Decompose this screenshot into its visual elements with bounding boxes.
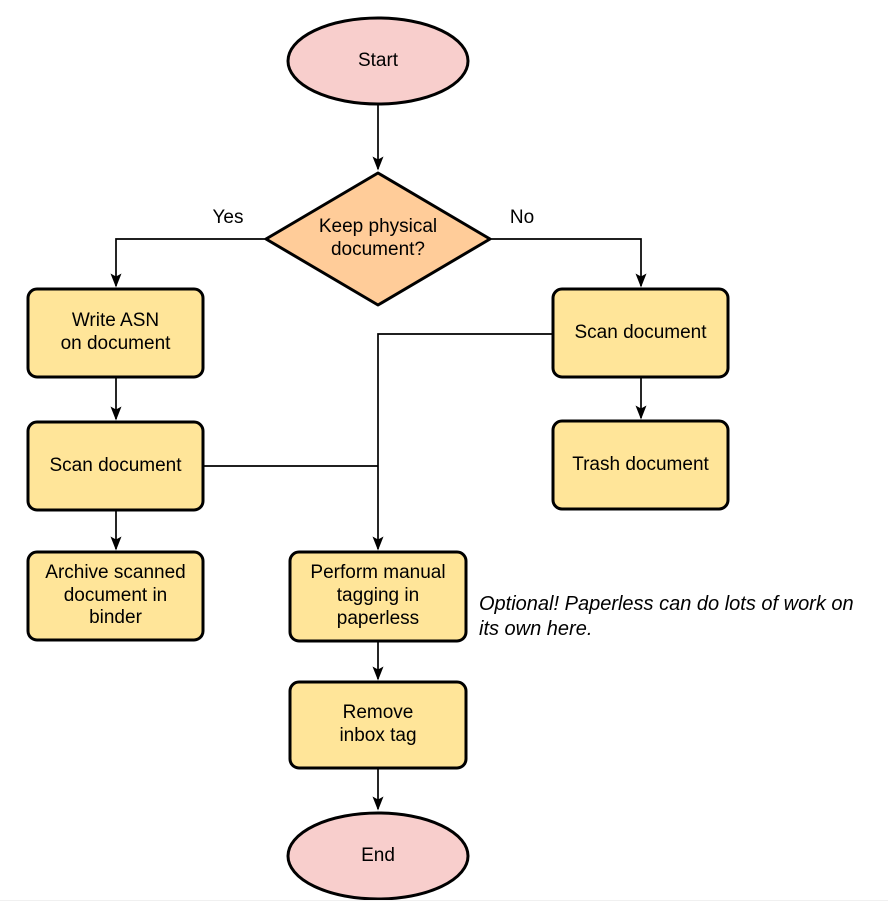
edges	[110, 104, 647, 811]
edge-label-yes: Yes	[212, 207, 244, 228]
remove-inbox-box-shape	[288, 680, 468, 770]
archive-label: Archive scanned document in binder	[45, 561, 186, 629]
scan-no-keep-box-shape	[551, 287, 730, 379]
end-terminal-shape	[286, 811, 470, 901]
write-asn-label: Write ASN on document	[60, 310, 171, 354]
start-terminal-shape	[286, 16, 470, 106]
decision-label: Keep physical document?	[318, 216, 438, 260]
shapes	[26, 16, 730, 901]
manual-tagging-box-shape	[288, 550, 468, 643]
archive-box-shape	[26, 550, 205, 642]
footer-hairline	[0, 900, 888, 901]
scan-keep-label: Scan document	[49, 454, 182, 476]
write-asn-box-shape	[26, 287, 205, 379]
scan-no-keep-label: Scan document	[574, 321, 707, 343]
edge-label-no: No	[509, 207, 535, 228]
trash-box-shape	[551, 419, 730, 511]
trash-label: Trash document	[572, 453, 709, 475]
edge-decision-no-to-scan	[491, 238, 647, 288]
edge-decision-yes-to-write-asn	[110, 238, 265, 288]
edge-scan-no-keep-to-tagging	[372, 333, 553, 551]
decision-diamond-shape	[264, 171, 492, 307]
start-label: Start	[357, 49, 399, 71]
remove-inbox-label: Remove inbox tag	[339, 702, 417, 746]
end-label: End	[361, 844, 395, 866]
optional-note: Optional! Paperless can do lots of work …	[479, 593, 854, 640]
scan-keep-box-shape	[26, 420, 205, 512]
manual-tagging-label: Perform manual tagging in paperless	[310, 562, 446, 629]
